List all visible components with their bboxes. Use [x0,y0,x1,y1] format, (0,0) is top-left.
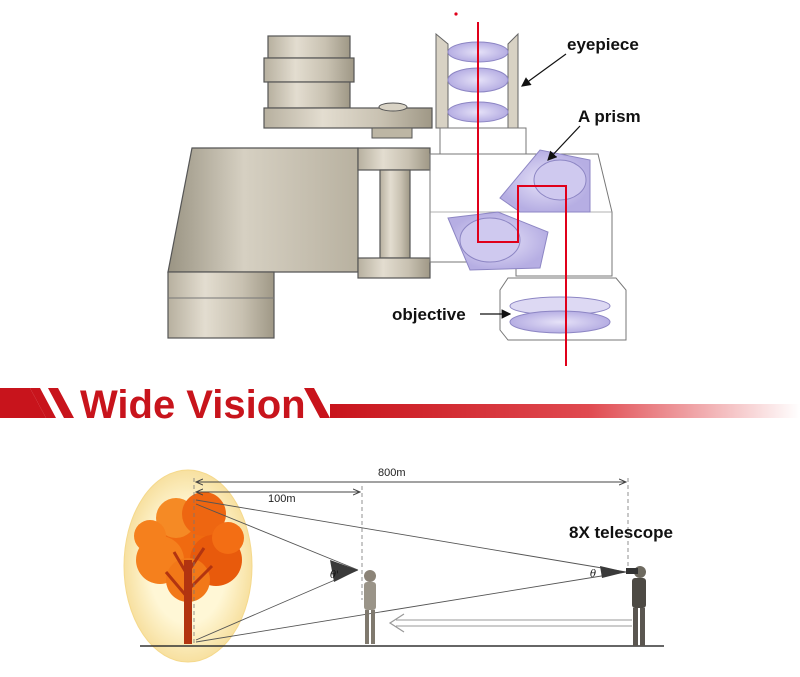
banner-left-bar [0,388,46,418]
telescope-person-icon [626,566,646,646]
angle-far-wedge [600,566,626,578]
distance-far-label: 800m [378,467,406,479]
distance-near-label: 100m [268,493,296,505]
angle-near-wedge [330,560,358,582]
banner-fade-bar [330,404,800,418]
telescope-label: 8X telescope [569,523,673,542]
movement-arrow [388,613,632,633]
wide-vision-banner: Wide Vision [0,383,800,427]
label-prism: A prism [547,107,641,161]
near-person-icon [364,570,376,644]
banner-slash-3 [304,388,330,418]
eyepiece-label: eyepiece [567,35,639,54]
label-objective: objective [392,305,512,324]
banner-slash-2 [48,388,74,418]
angle-near-label: θ' [330,570,339,581]
label-eyepiece: eyepiece [521,35,639,87]
light-ray-path [454,12,567,366]
tree-icon [134,492,244,644]
vision-diagram: 800m 100m θ' θ [123,467,673,663]
banner-slash-1 [30,388,56,418]
objective-label: objective [392,305,466,324]
binocular-left-barrel [167,35,433,339]
angle-far-label: θ [590,569,596,580]
prism-label: A prism [578,107,641,126]
banner-title: Wide Vision [80,383,306,427]
